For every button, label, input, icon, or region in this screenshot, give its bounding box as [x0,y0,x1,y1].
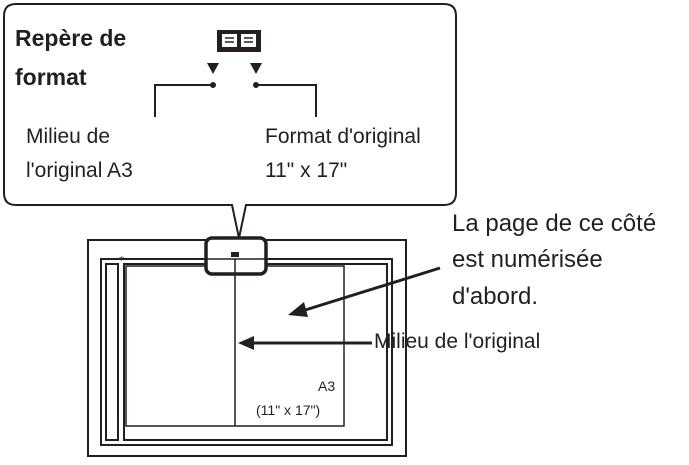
callout-title-line1: Repère de [15,25,127,51]
left-marker-triangle [207,63,219,74]
svg-text:*: * [119,254,125,267]
right-leader-line [256,84,317,117]
callout-left-line2: l'original A3 [26,159,133,182]
callout-right-line2: 11" x 17" [265,159,348,182]
center-label: Milieu de l'original [374,330,541,353]
scanner-glass-frame [100,258,393,446]
scan-side-arrow [288,266,441,317]
side-note-line1: La page de ce côté [452,210,657,237]
callout-title-line2: format [15,64,87,90]
right-marker-triangle [250,63,262,74]
paper-size-inches: (11" x 17") [256,402,321,418]
side-note-line2: est numérisée [452,246,603,273]
callout-bubble [3,3,457,239]
side-note-line3: d'abord. [452,283,538,310]
callout-left-line1: Milieu de [26,125,111,148]
paper-size: A3 [318,378,336,394]
center-line-arrow [238,336,372,350]
scanner-left-guide [105,263,119,441]
left-leader-line [154,84,213,117]
open-book-icon [217,30,261,52]
callout-right-line1: Format d'original [265,125,421,148]
